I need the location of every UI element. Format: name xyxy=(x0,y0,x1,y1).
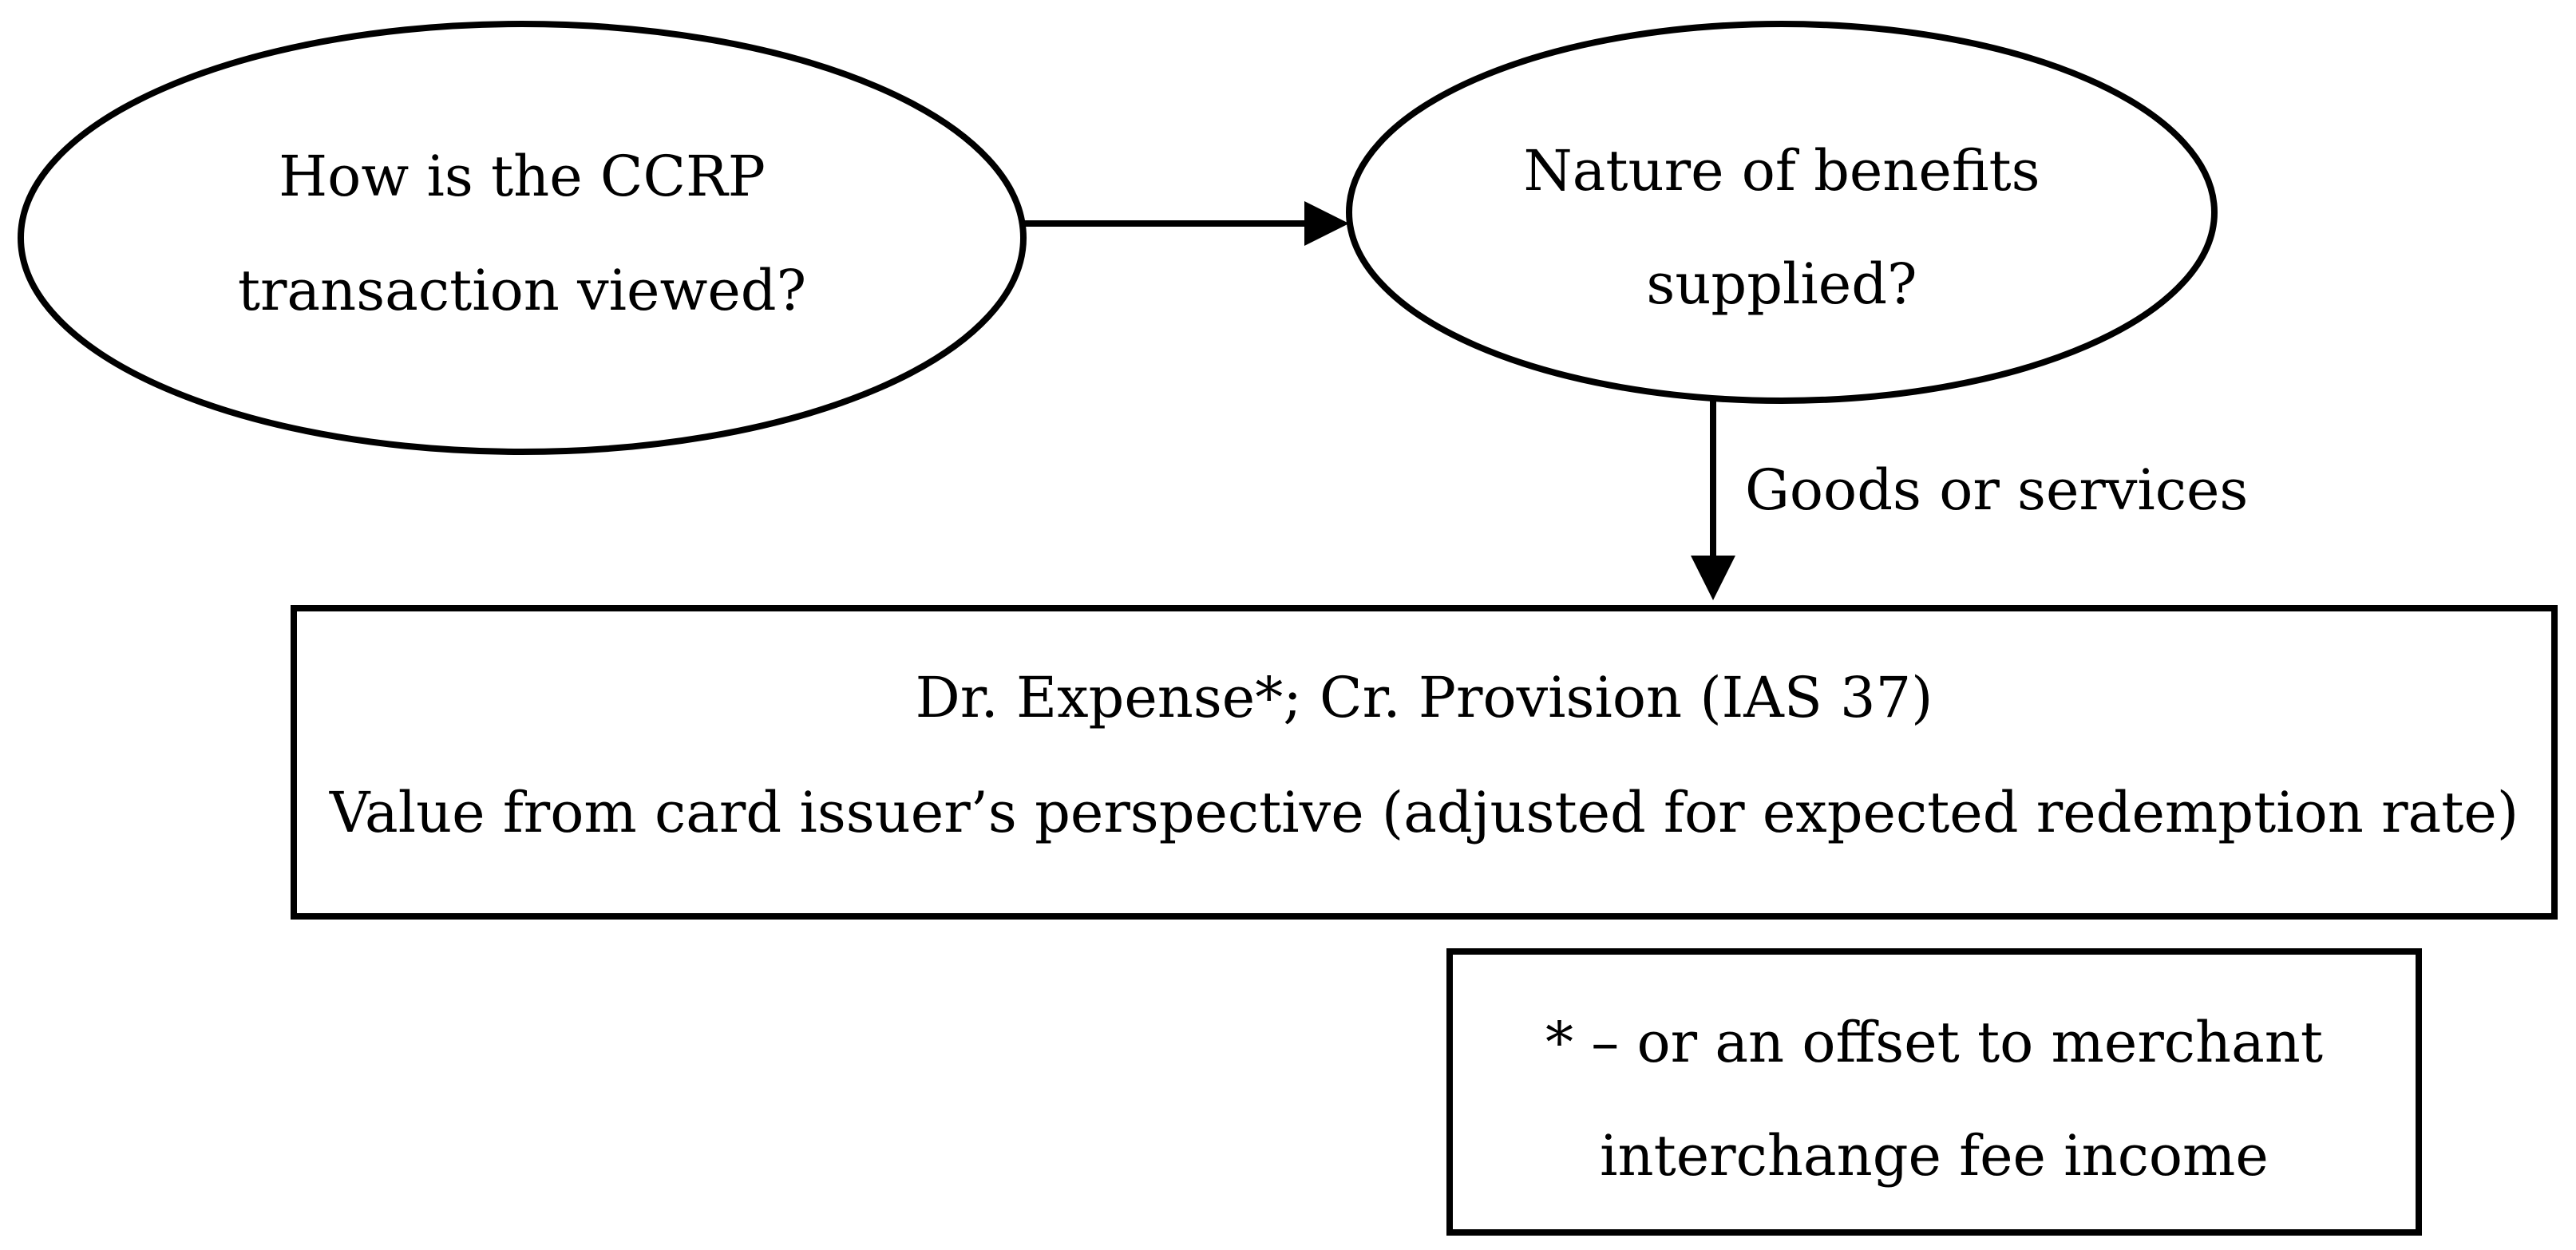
node-benefits: Nature of benefits supplied? xyxy=(1346,21,2218,404)
edge-benefits-to-entry: Goods or services xyxy=(1691,399,2248,600)
edge-start-to-benefits xyxy=(1023,201,1349,246)
benefits-label-line2: supplied? xyxy=(1646,251,1917,317)
start-ellipse xyxy=(18,21,1027,455)
footnote-label-line1: * – or an offset to merchant xyxy=(1545,1010,2323,1075)
node-footnote: * – or an offset to merchant interchange… xyxy=(1446,948,2422,1236)
start-label-line1: How is the CCRP xyxy=(279,144,766,209)
node-start: How is the CCRP transaction viewed? xyxy=(18,21,1027,455)
benefits-ellipse xyxy=(1346,21,2218,404)
entry-label-line1: Dr. Expense*; Cr. Provision (IAS 37) xyxy=(916,665,1933,730)
node-entry: Dr. Expense*; Cr. Provision (IAS 37) Val… xyxy=(291,605,2558,920)
benefits-to-entry-arrowhead xyxy=(1691,556,1735,600)
footnote-box xyxy=(1446,948,2422,1236)
start-to-benefits-arrowhead xyxy=(1304,201,1349,246)
start-label-line2: transaction viewed? xyxy=(238,258,806,323)
entry-label-line2: Value from card issuer’s perspective (ad… xyxy=(329,780,2519,845)
benefits-label-line1: Nature of benefits xyxy=(1523,138,2040,204)
entry-box xyxy=(291,605,2558,920)
edge-label-goods-or-services: Goods or services xyxy=(1745,457,2248,523)
footnote-label-line2: interchange fee income xyxy=(1600,1123,2269,1189)
